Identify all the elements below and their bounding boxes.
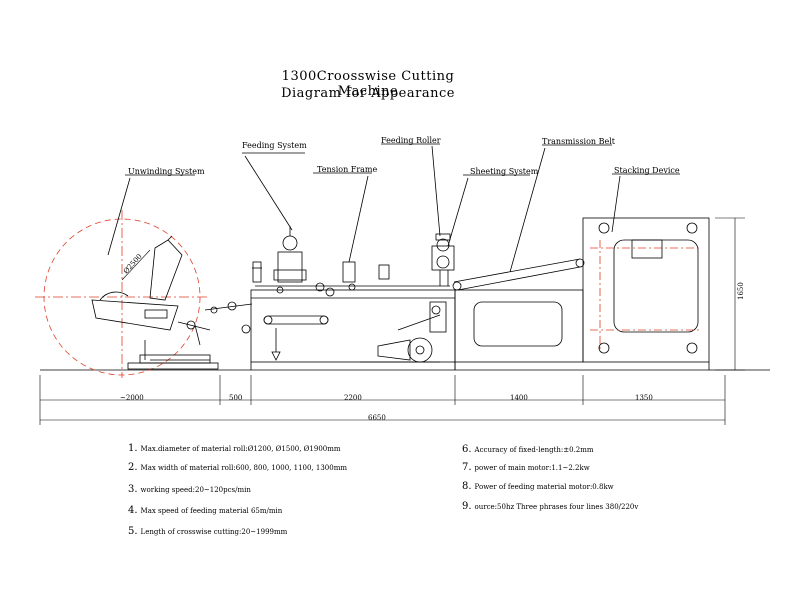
label-feeding-system: Feeding System (242, 141, 307, 150)
label-sheeting: Sheeting System (470, 167, 539, 176)
transfer-rollers (204, 301, 253, 334)
stacking-device (582, 217, 710, 370)
label-unwinding: Unwinding System (128, 167, 205, 176)
sheeting-head (431, 233, 455, 286)
spec-3: 3.working speed:20~120pcs/min (128, 484, 251, 495)
dim-stack: 1350 (635, 394, 653, 402)
spec-1: 1.Max.diameter of material roll:Ø1200, Ø… (128, 443, 341, 454)
label-transmission-belt: Transmission Belt (542, 137, 615, 146)
dim-main: 2200 (344, 394, 362, 402)
dim-unwind: ~2000 (120, 394, 144, 402)
label-feeding-roller: Feeding Roller (381, 136, 441, 145)
title-line-1: 1300Croosswise Cutting Machine (281, 69, 455, 99)
spec-6: 6.Accuracy of fixed-length:±0.2mm (462, 444, 594, 455)
label-tension-frame: Tension Frame (317, 165, 378, 174)
dim-gap: 500 (229, 394, 243, 402)
leader-lines (107, 143, 680, 273)
spec-4: 4.Max speed of feeding material 65m/min (128, 505, 283, 516)
spec-7: 7.power of main motor:1.1~2.2kw (462, 462, 590, 473)
spec-5: 5.Length of crosswise cutting:20~1999mm (128, 526, 288, 537)
spec-2: 2.Max width of material roll:600, 800, 1… (128, 462, 347, 473)
dim-total: 6650 (368, 414, 386, 422)
spec-8: 8.Power of feeding material motor:0.8kw (462, 481, 614, 492)
spec-9: 9.ource:50hz Three phrases four lines 38… (462, 501, 639, 512)
label-stacking: Stacking Device (614, 166, 680, 175)
unwinding-frame (91, 235, 219, 370)
dimension-lines (39, 217, 745, 425)
conveyor-section (454, 289, 584, 370)
title-line-2: Diagram for Appearance (281, 86, 455, 101)
dim-height: 1650 (737, 282, 745, 300)
transmission-belt (452, 258, 585, 291)
main-frame (250, 226, 456, 370)
dim-belt: 1400 (510, 394, 528, 402)
